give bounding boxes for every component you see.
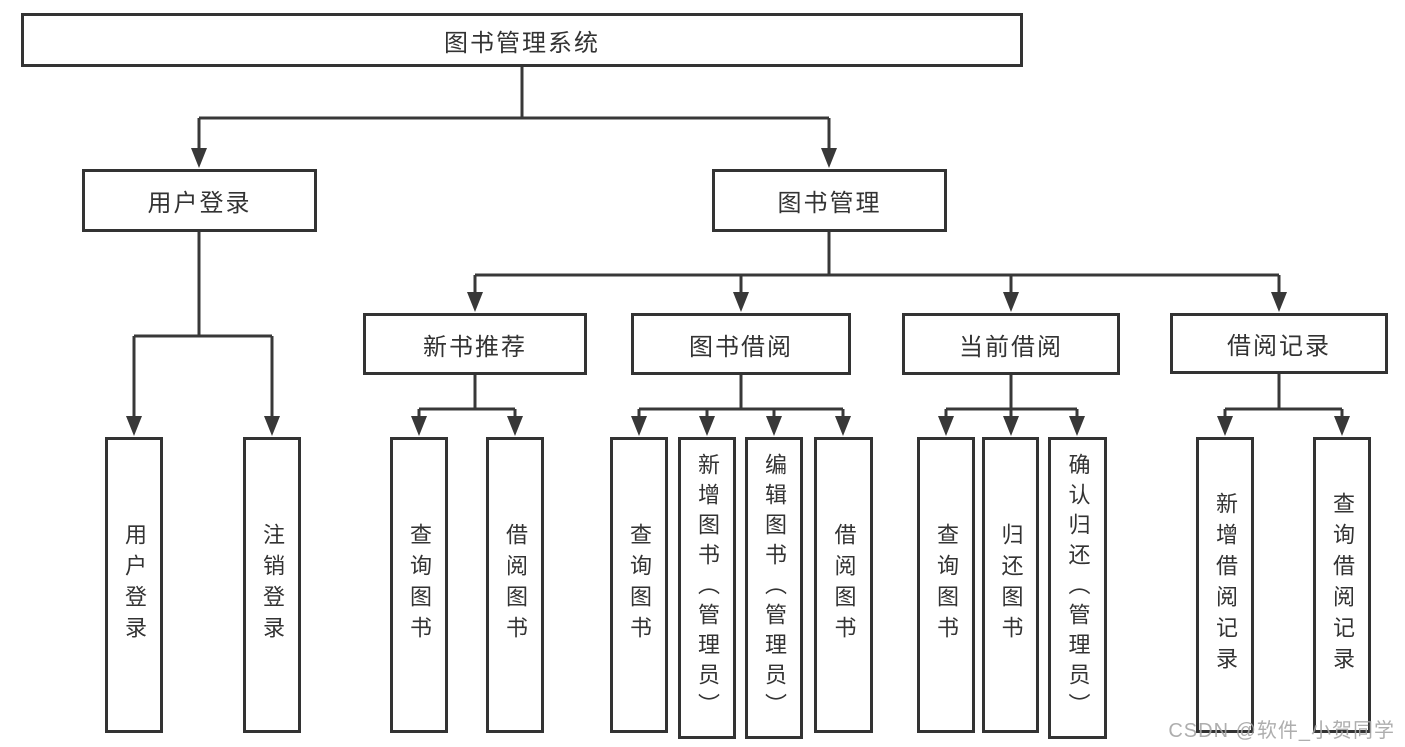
node-borrow-records: 借阅记录 <box>1170 313 1388 374</box>
leaf-borrow-add-admin: 新增图书（管理员） <box>678 437 736 739</box>
node-book-borrow: 图书借阅 <box>631 313 851 375</box>
node-user-login: 用户登录 <box>82 169 317 232</box>
leaf-user-login: 用户登录 <box>105 437 163 733</box>
connectors-root-branch <box>191 66 837 168</box>
connectors-book-borrow-branch <box>631 373 851 436</box>
node-new-book-recommend: 新书推荐 <box>363 313 587 375</box>
node-book-management: 图书管理 <box>712 169 947 232</box>
node-current-borrow: 当前借阅 <box>902 313 1120 375</box>
node-root: 图书管理系统 <box>21 13 1023 67</box>
connectors-user-login-branch <box>126 231 280 436</box>
connectors-borrow-records-branch <box>1217 372 1350 436</box>
csdn-watermark: CSDN @软件_小贺同学 <box>1168 720 1395 742</box>
leaf-current-confirm-return-admin: 确认归还（管理员） <box>1048 437 1107 739</box>
leaf-new-books-query: 查询图书 <box>390 437 448 733</box>
leaf-records-query: 查询借阅记录 <box>1313 437 1371 733</box>
leaf-current-return: 归还图书 <box>982 437 1039 733</box>
leaf-logout: 注销登录 <box>243 437 301 733</box>
connectors-new-books-branch <box>411 373 523 436</box>
connectors-current-borrow-branch <box>938 373 1085 436</box>
leaf-borrow-edit-admin: 编辑图书（管理员） <box>745 437 803 739</box>
leaf-records-add: 新增借阅记录 <box>1196 437 1254 733</box>
leaf-borrow-query: 查询图书 <box>610 437 668 733</box>
connectors-book-management-branch <box>467 231 1287 312</box>
leaf-borrow-book: 借阅图书 <box>814 437 873 733</box>
leaf-new-books-borrow: 借阅图书 <box>486 437 544 733</box>
leaf-current-query: 查询图书 <box>917 437 975 733</box>
